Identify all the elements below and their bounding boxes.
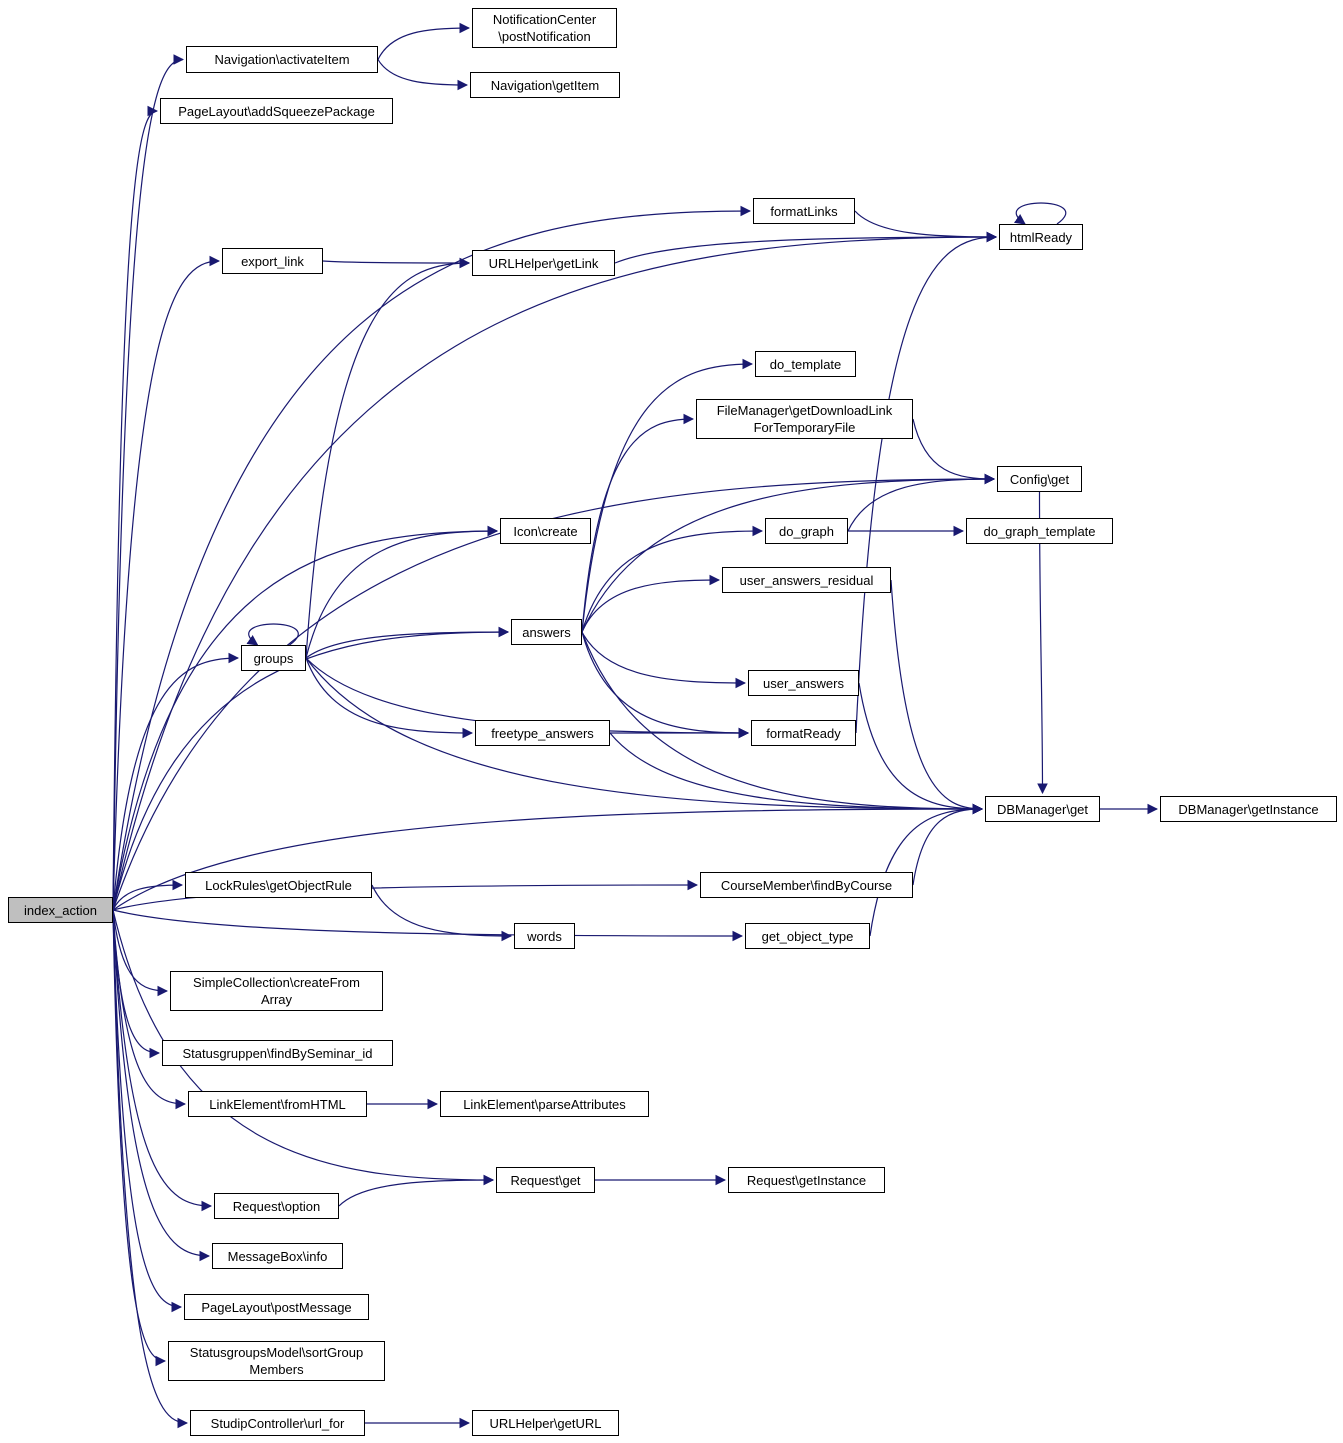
edge-groups-to-freetype_answers	[305, 657, 474, 739]
edge-index_action-to-sortGroupMembers	[112, 909, 167, 1367]
edge-answers-to-dbmanager_get	[581, 631, 984, 815]
edge-index_action-to-answers	[112, 626, 510, 911]
node-icon_create[interactable]: Icon\create	[500, 518, 591, 544]
node-formatReady[interactable]: formatReady	[751, 720, 856, 746]
node-formatLinks[interactable]: formatLinks	[753, 198, 855, 224]
edge-index_action-to-createFromArray	[112, 909, 169, 997]
edge-htmlReady-to-htmlReady	[1013, 202, 1067, 225]
node-htmlReady[interactable]: htmlReady	[999, 224, 1083, 250]
edge-answers-to-user_answers_residual	[581, 574, 721, 633]
edge-groups-to-getLink	[305, 257, 471, 659]
node-dbmanager_get[interactable]: DBManager\get	[985, 796, 1100, 822]
node-answers[interactable]: answers	[511, 619, 582, 645]
edge-do_graph-to-config_get	[847, 473, 996, 532]
edge-index_action-to-formatLinks	[112, 205, 752, 911]
edge-activateItem-to-postNotification	[377, 22, 471, 60]
edge-answers-to-formatReady	[581, 631, 750, 739]
edge-index_action-to-request_option	[112, 909, 213, 1212]
node-url_for[interactable]: StudipController\url_for	[190, 1410, 365, 1436]
node-words[interactable]: words	[514, 923, 575, 949]
node-do_template[interactable]: do_template	[755, 351, 856, 377]
edge-index_action-to-postMessage	[112, 909, 183, 1313]
node-user_answers_residual[interactable]: user_answers_residual	[722, 567, 891, 593]
node-dbmanager_getInstance[interactable]: DBManager\getInstance	[1160, 796, 1337, 822]
node-request_get[interactable]: Request\get	[496, 1167, 595, 1193]
node-parseAttributes[interactable]: LinkElement\parseAttributes	[440, 1091, 649, 1117]
edge-index_action-to-messagebox_info	[112, 909, 211, 1262]
edge-user_answers_residual-to-dbmanager_get	[890, 579, 984, 815]
edge-index_action-to-htmlReady	[112, 231, 998, 911]
edge-answers-to-user_answers	[581, 631, 747, 689]
node-getLink[interactable]: URLHelper\getLink	[472, 250, 615, 276]
edge-export_link-to-getLink	[322, 257, 471, 269]
edge-answers-to-config_get	[581, 473, 996, 633]
edge-getDownloadLink-to-config_get	[912, 418, 996, 485]
node-get_object_type[interactable]: get_object_type	[745, 923, 870, 949]
edge-freetype_answers-to-dbmanager_get	[609, 732, 984, 815]
edge-index_action-to-export_link	[112, 255, 221, 911]
edge-index_action-to-groups	[112, 652, 240, 911]
node-postMessage[interactable]: PageLayout\postMessage	[184, 1294, 369, 1320]
node-index_action: index_action	[8, 897, 113, 923]
node-activateItem[interactable]: Navigation\activateItem	[186, 46, 378, 73]
edge-formatLinks-to-htmlReady	[854, 210, 998, 243]
node-getURL[interactable]: URLHelper\getURL	[472, 1410, 619, 1436]
edge-answers-to-do_graph	[581, 525, 764, 633]
node-getObjectRule[interactable]: LockRules\getObjectRule	[185, 872, 372, 898]
node-messagebox_info[interactable]: MessageBox\info	[212, 1243, 343, 1269]
node-getItem[interactable]: Navigation\getItem	[470, 72, 620, 98]
edge-answers-to-do_template	[581, 358, 754, 633]
node-sortGroupMembers[interactable]: StatusgroupsModel\sortGroup Members	[168, 1341, 385, 1381]
edge-index_action-to-activateItem	[112, 54, 185, 911]
edge-answers-to-getDownloadLink	[581, 413, 695, 633]
edge-index_action-to-config_get	[112, 473, 996, 911]
node-config_get[interactable]: Config\get	[997, 466, 1082, 492]
edge-groups-to-icon_create	[305, 525, 499, 659]
edge-get_object_type-to-dbmanager_get	[869, 803, 984, 937]
node-user_answers[interactable]: user_answers	[748, 670, 859, 696]
node-do_graph_template[interactable]: do_graph_template	[966, 518, 1113, 544]
node-getDownloadLink[interactable]: FileManager\getDownloadLink ForTemporary…	[696, 399, 913, 439]
node-freetype_answers[interactable]: freetype_answers	[475, 720, 610, 746]
node-export_link[interactable]: export_link	[222, 248, 323, 274]
edge-groups-to-answers	[305, 626, 510, 659]
edge-index_action-to-addSqueezePackage	[112, 105, 159, 911]
edge-index_action-to-get_object_type	[112, 909, 744, 942]
node-postNotification[interactable]: NotificationCenter \postNotification	[472, 8, 617, 48]
edge-findByCourse-to-dbmanager_get	[912, 803, 984, 886]
edge-index_action-to-dbmanager_get	[112, 803, 984, 911]
edge-formatReady-to-htmlReady	[855, 231, 998, 734]
edge-index_action-to-fromHTML	[112, 909, 187, 1110]
node-findBySeminar_id[interactable]: Statusgruppen\findBySeminar_id	[162, 1040, 393, 1066]
edge-user_answers-to-dbmanager_get	[858, 682, 984, 815]
edge-index_action-to-request_get	[112, 909, 495, 1186]
edge-index_action-to-url_for	[112, 909, 189, 1429]
edge-request_option-to-request_get	[338, 1174, 495, 1207]
node-request_getInstance[interactable]: Request\getInstance	[728, 1167, 885, 1193]
edge-groups-to-groups	[246, 623, 299, 646]
edge-activateItem-to-getItem	[377, 59, 469, 91]
edge-index_action-to-getObjectRule	[112, 879, 184, 911]
node-addSqueezePackage[interactable]: PageLayout\addSqueezePackage	[160, 98, 393, 124]
node-groups[interactable]: groups	[241, 645, 306, 671]
edge-groups-to-dbmanager_get	[305, 657, 984, 815]
node-do_graph[interactable]: do_graph	[765, 518, 848, 544]
edges	[112, 22, 1159, 1429]
node-request_option[interactable]: Request\option	[214, 1193, 339, 1219]
node-createFromArray[interactable]: SimpleCollection\createFrom Array	[170, 971, 383, 1011]
edge-getLink-to-htmlReady	[614, 231, 998, 264]
edge-getObjectRule-to-words	[371, 884, 513, 942]
node-fromHTML[interactable]: LinkElement\fromHTML	[188, 1091, 367, 1117]
edge-index_action-to-icon_create	[112, 525, 499, 911]
node-findByCourse[interactable]: CourseMember\findByCourse	[700, 872, 913, 898]
